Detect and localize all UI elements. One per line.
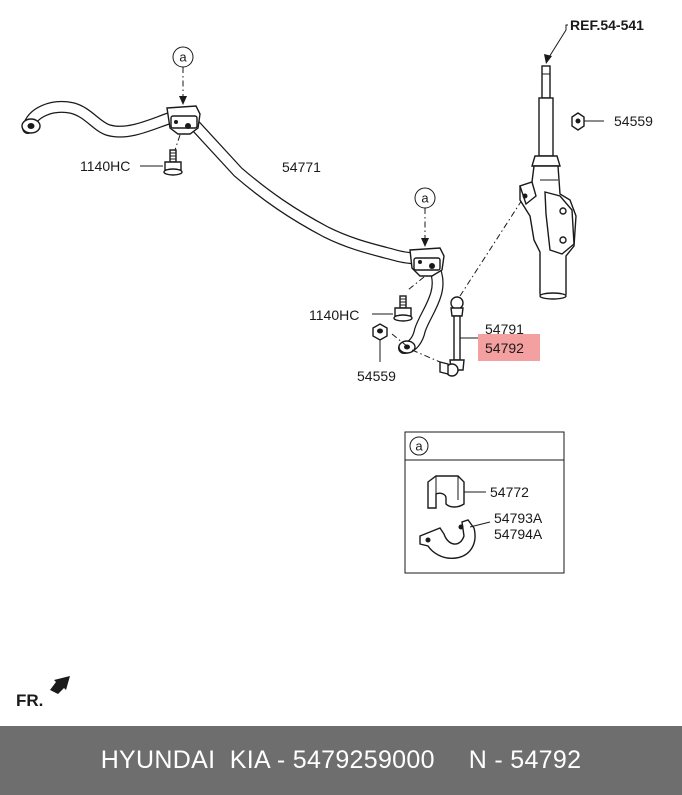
- nut-lower[interactable]: [372, 323, 409, 362]
- callout-a-right: a: [414, 187, 436, 247]
- callout-letter: a: [421, 191, 429, 206]
- bushing-mount-right[interactable]: [409, 247, 445, 277]
- bushing-mount-left[interactable]: [166, 105, 201, 135]
- part-label-bolt-lower[interactable]: 1140HC: [309, 307, 359, 323]
- front-label: FR.: [16, 691, 43, 710]
- footer-item-number: N - 54792: [468, 746, 582, 774]
- part-label-link-lh[interactable]: 54791: [485, 321, 524, 337]
- footer-bar: HYUNDAI KIA - 5479259000 N - 54792: [0, 726, 682, 795]
- bushing-part[interactable]: [427, 475, 486, 509]
- strut-assembly[interactable]: [519, 65, 577, 300]
- part-label-bracket-2[interactable]: 54794A: [494, 526, 543, 542]
- ref-leader: [544, 24, 568, 64]
- part-label-stabilizer-bar[interactable]: 54771: [282, 159, 321, 175]
- inset-callout-letter: a: [415, 439, 423, 454]
- bolt-lower[interactable]: [393, 276, 425, 322]
- part-label-bracket-1[interactable]: 54793A: [494, 510, 543, 526]
- footer-brand-part-number: HYUNDAI KIA - 5479259000: [100, 746, 435, 774]
- nut-right[interactable]: [571, 112, 604, 131]
- link-to-strut-line: [459, 199, 523, 297]
- highlight-box: [478, 334, 540, 361]
- part-label-bolt-upper[interactable]: 1140HC: [80, 158, 130, 174]
- stabilizer-link[interactable]: [411, 296, 465, 377]
- parts-diagram: a a: [16, 17, 653, 710]
- part-label-bushing[interactable]: 54772: [490, 484, 529, 500]
- callout-letter: a: [179, 50, 187, 65]
- part-label-nut-right[interactable]: 54559: [614, 113, 653, 129]
- part-label-link-rh[interactable]: 54792: [485, 340, 524, 356]
- bolt-upper[interactable]: [163, 134, 183, 176]
- front-arrow-icon: [50, 676, 70, 694]
- ref-label[interactable]: REF.54-541: [570, 17, 644, 33]
- stabilizer-bar[interactable]: [21, 101, 444, 354]
- part-label-nut-lower[interactable]: 54559: [357, 368, 396, 384]
- front-direction-indicator: FR.: [16, 676, 70, 710]
- bracket-part[interactable]: [419, 519, 491, 560]
- callout-a-left: a: [172, 46, 194, 105]
